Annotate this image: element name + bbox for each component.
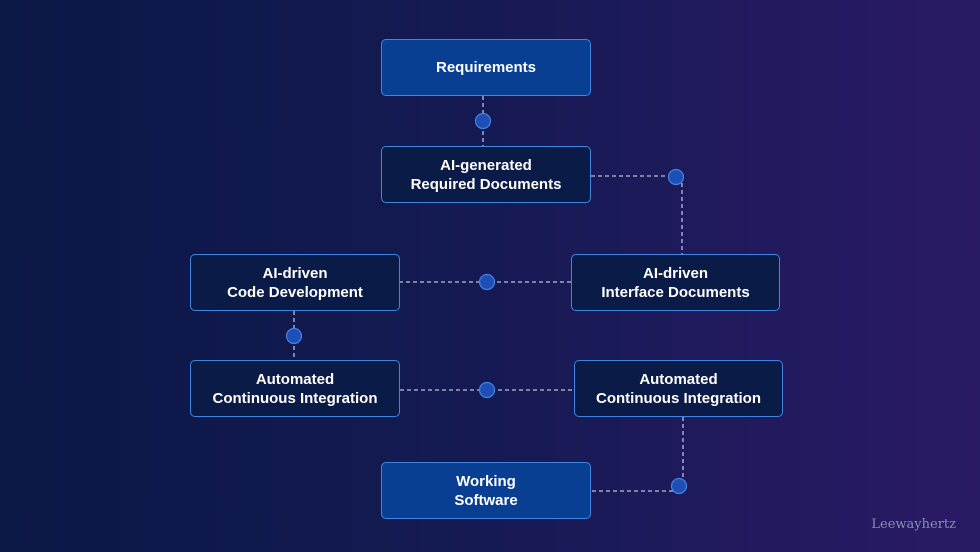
connector-dot xyxy=(667,168,685,186)
node-automated-ci-left[interactable]: Automated Continuous Integration xyxy=(190,360,400,417)
node-label: AI-driven Code Development xyxy=(227,264,363,301)
node-label: Automated Continuous Integration xyxy=(596,370,761,407)
connector-dot xyxy=(474,112,492,130)
node-ai-driven-interface-documents[interactable]: AI-driven Interface Documents xyxy=(571,254,780,311)
node-requirements[interactable]: Requirements xyxy=(381,39,591,96)
node-working-software[interactable]: Working Software xyxy=(381,462,591,519)
node-ai-generated-required-documents[interactable]: AI-generated Required Documents xyxy=(381,146,591,203)
node-label: AI-generated Required Documents xyxy=(410,156,562,193)
node-label: Working Software xyxy=(454,472,518,509)
watermark-logo: Leewayhertz xyxy=(871,517,956,532)
node-label: Automated Continuous Integration xyxy=(212,370,378,407)
connector-dot xyxy=(478,381,496,399)
node-automated-ci-right[interactable]: Automated Continuous Integration xyxy=(574,360,783,417)
node-ai-driven-code-development[interactable]: AI-driven Code Development xyxy=(190,254,400,311)
connector-dot xyxy=(478,273,496,291)
connector-ai-docs-to-interface-docs xyxy=(591,175,683,254)
node-label: Requirements xyxy=(435,59,537,76)
connector-dot xyxy=(670,477,688,495)
connector-dot xyxy=(285,327,303,345)
connector-ci-right-to-working-software xyxy=(591,417,684,492)
node-label: AI-driven Interface Documents xyxy=(601,264,750,301)
